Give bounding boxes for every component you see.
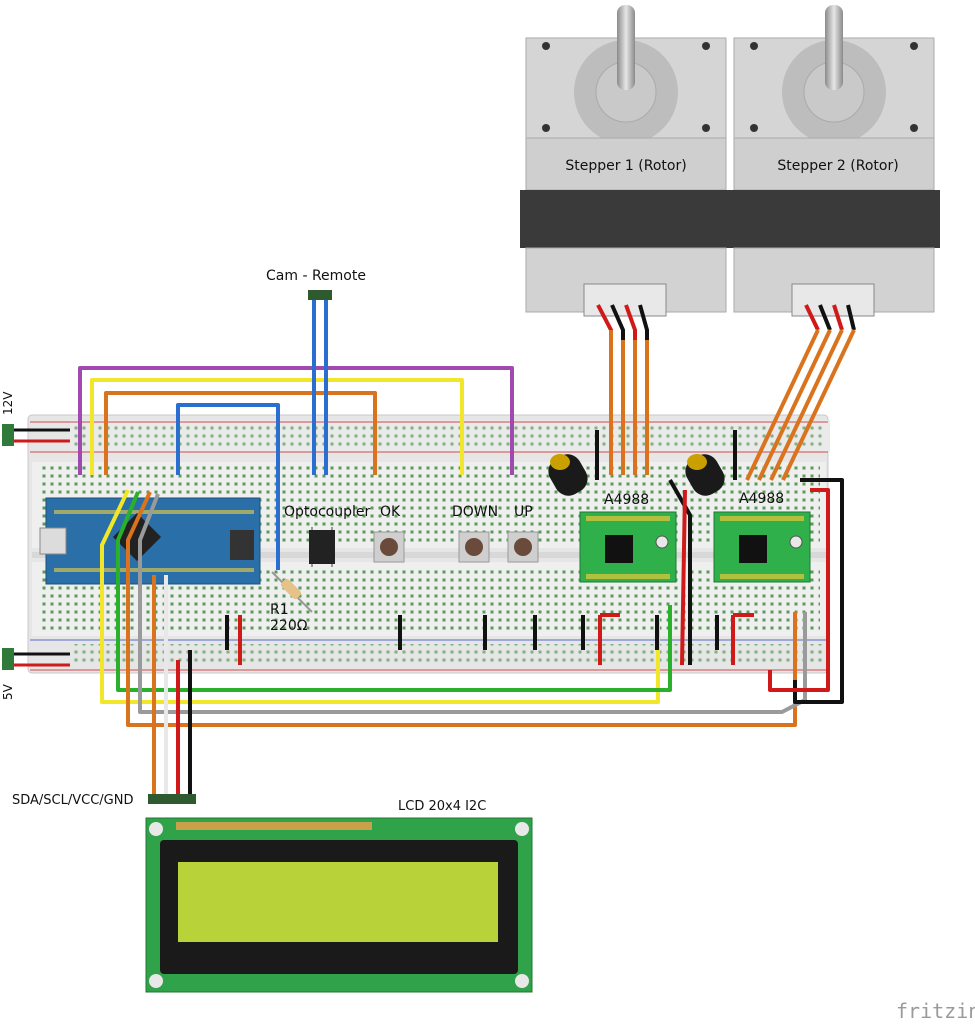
power-5v-label: 5V xyxy=(1,683,15,700)
stepper-motor-2 xyxy=(728,5,940,317)
stepper-1-label: Stepper 1 (Rotor) xyxy=(565,158,686,174)
r1-value-label: 220Ω xyxy=(270,618,308,634)
resistor-r1 xyxy=(271,571,313,613)
i2c-pins-label: SDA/SCL/VCC/GND xyxy=(12,793,134,808)
stepper-2-label: Stepper 2 (Rotor) xyxy=(777,158,898,174)
cam-remote-connector xyxy=(308,290,332,300)
a4988-driver-1 xyxy=(579,511,677,583)
capacitor-2 xyxy=(685,454,725,496)
lcd-label: LCD 20x4 I2C xyxy=(398,799,486,814)
r1-label: R1 xyxy=(270,602,289,618)
i2c-connector xyxy=(148,794,196,804)
cam-remote-label: Cam - Remote xyxy=(266,268,366,284)
jumper-wires xyxy=(78,300,844,800)
lcd-module xyxy=(145,817,533,993)
stepper-motor-1 xyxy=(520,5,732,317)
power-jack-5v xyxy=(2,648,70,670)
fritzing-watermark: fritzing xyxy=(896,999,975,1023)
power-12v-label: 12V xyxy=(1,391,15,415)
optocoupler-label: Optocoupler xyxy=(284,504,370,520)
a4988-2-label: A4988 xyxy=(739,491,784,507)
a4988-driver-2 xyxy=(713,511,811,583)
up-label: UP xyxy=(514,504,533,520)
capacitor-1 xyxy=(548,454,588,496)
optocoupler-chip xyxy=(309,527,335,567)
ok-label: OK xyxy=(380,504,401,520)
button-down xyxy=(458,531,490,563)
button-ok xyxy=(373,531,405,563)
stepper-1-wires xyxy=(596,304,649,475)
power-jack-12v xyxy=(2,424,70,446)
button-up xyxy=(507,531,539,563)
stepper-2-wires xyxy=(745,304,856,481)
a4988-1-label: A4988 xyxy=(604,492,649,508)
down-label: DOWN xyxy=(452,504,498,520)
